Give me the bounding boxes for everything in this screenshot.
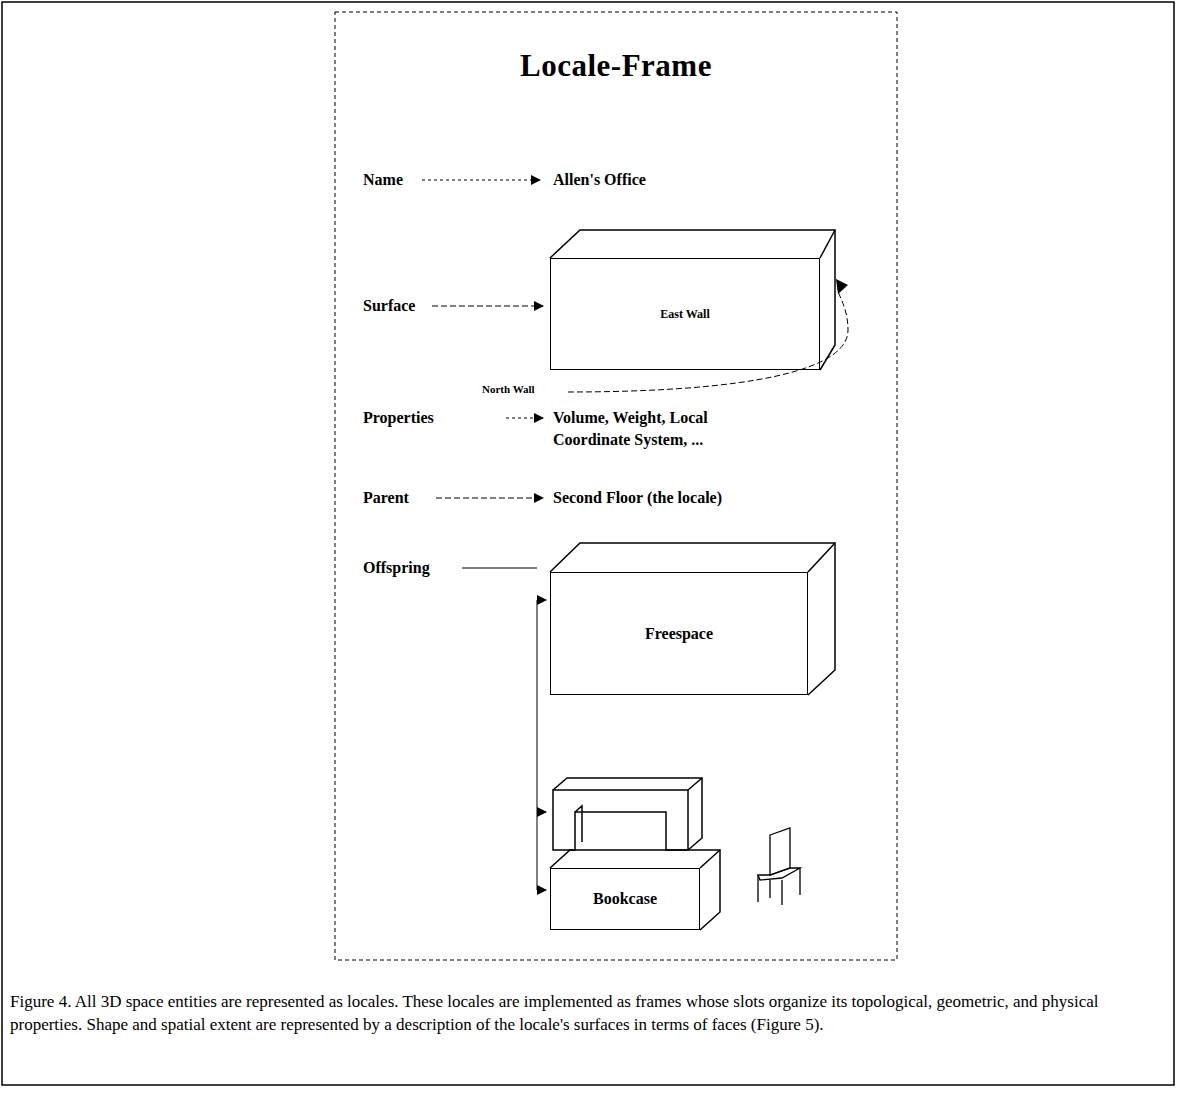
slot-value: Second Floor (the locale) <box>553 487 722 509</box>
slot-value: Allen's Office <box>553 169 646 191</box>
panel-border <box>335 12 897 960</box>
slot-name: Parent <box>363 487 409 509</box>
leader-line <box>568 286 848 392</box>
slot-arrow <box>506 418 543 419</box>
slot-value: Volume, Weight, Local Coordinate System,… <box>553 407 758 451</box>
freespace-depth <box>550 543 835 695</box>
arrow-head <box>836 279 848 294</box>
surface-box: East Wall <box>550 258 820 370</box>
slot-name: Properties <box>363 407 434 429</box>
freespace-box: Freespace <box>550 572 808 695</box>
box-label: Bookcase <box>593 890 657 908</box>
slot-name: Surface <box>363 295 415 317</box>
offspring-tree <box>462 568 546 890</box>
desk-drawing <box>553 778 702 850</box>
box-label: East Wall <box>660 307 709 322</box>
bookcase-depth <box>550 850 720 930</box>
slot-name: Offspring <box>363 557 430 579</box>
slot-arrow <box>422 180 540 181</box>
box-label: Freespace <box>645 625 713 643</box>
slot-name: Name <box>363 169 403 191</box>
figure-caption: Figure 4. All 3D space entities are repr… <box>10 990 1165 1036</box>
frame-title: Locale-Frame <box>335 48 897 84</box>
chair-drawing <box>758 828 800 905</box>
slot-arrow <box>432 306 543 307</box>
outer-frame <box>2 2 1174 1085</box>
slot-arrow <box>436 498 543 499</box>
bookcase-box: Bookcase <box>550 868 700 930</box>
face-label: North Wall <box>480 382 537 396</box>
surface-box-depth <box>550 230 835 370</box>
